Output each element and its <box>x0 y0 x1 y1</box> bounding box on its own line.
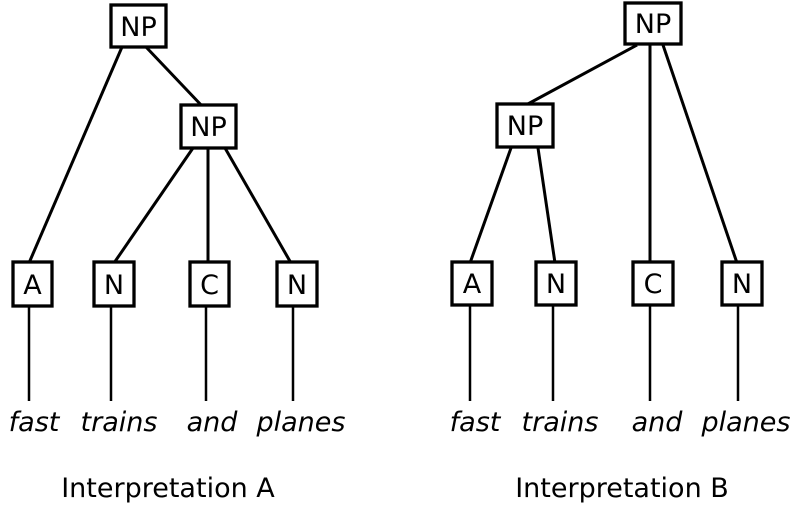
np-root-node: NP <box>109 3 168 49</box>
node-box <box>450 260 494 307</box>
node-label: NP <box>635 9 671 40</box>
node-box <box>275 260 319 308</box>
node-label: C <box>644 269 663 300</box>
node-box <box>188 260 231 308</box>
edge-root-to-n2 <box>661 44 739 264</box>
edge-inner-to-n2 <box>223 147 293 264</box>
edge-inner-to-a <box>468 147 513 264</box>
edge-root-to-inner <box>144 45 205 109</box>
leaf-word: fast <box>9 407 61 438</box>
leaf-node-noun-2: N <box>720 260 764 307</box>
node-label: N <box>546 269 566 300</box>
node-label: N <box>104 270 124 301</box>
np-inner-node: NP <box>179 103 238 150</box>
leaf-word: planes <box>256 407 346 438</box>
edge-root-to-inner <box>525 43 638 107</box>
leaf-word: trains <box>81 407 158 438</box>
edge-inner-to-n1 <box>536 147 557 264</box>
leaf-node-noun-1: N <box>92 260 136 308</box>
edge-root-to-a <box>27 46 124 264</box>
node-box <box>179 103 238 150</box>
node-label: A <box>23 270 42 301</box>
np-root-node: NP <box>623 1 683 46</box>
leaf-node-adjective: A <box>11 260 54 308</box>
tree-interpretation-b: NP NP A N C N fast trains and planes Int… <box>450 1 791 504</box>
tree-caption: Interpretation B <box>515 473 729 504</box>
node-box <box>495 102 555 149</box>
leaf-word: and <box>632 407 684 438</box>
node-label: N <box>732 269 752 300</box>
node-label: NP <box>507 111 543 142</box>
node-box <box>623 1 683 46</box>
node-label: C <box>200 270 219 301</box>
leaf-word: trains <box>522 407 599 438</box>
leaf-node-conjunction: C <box>631 260 675 307</box>
leaf-node-conjunction: C <box>188 260 231 308</box>
node-box <box>92 260 136 308</box>
node-label: A <box>463 269 482 300</box>
tree-caption: Interpretation A <box>61 473 275 504</box>
node-box <box>534 260 578 307</box>
node-box <box>109 3 168 49</box>
node-label: N <box>287 270 307 301</box>
leaf-word: planes <box>701 407 791 438</box>
np-inner-node: NP <box>495 102 555 149</box>
leaf-word: fast <box>450 407 502 438</box>
leaf-word: and <box>187 407 239 438</box>
node-box <box>631 260 675 307</box>
node-label: NP <box>120 12 156 43</box>
node-box <box>11 260 54 308</box>
leaf-node-adjective: A <box>450 260 494 307</box>
tree-interpretation-a: NP NP A N C N fast trains and planes Int… <box>9 3 346 504</box>
leaf-node-noun-2: N <box>275 260 319 308</box>
node-box <box>720 260 764 307</box>
leaf-node-noun-1: N <box>534 260 578 307</box>
node-label: NP <box>190 112 226 143</box>
edge-inner-to-n1 <box>112 147 195 264</box>
